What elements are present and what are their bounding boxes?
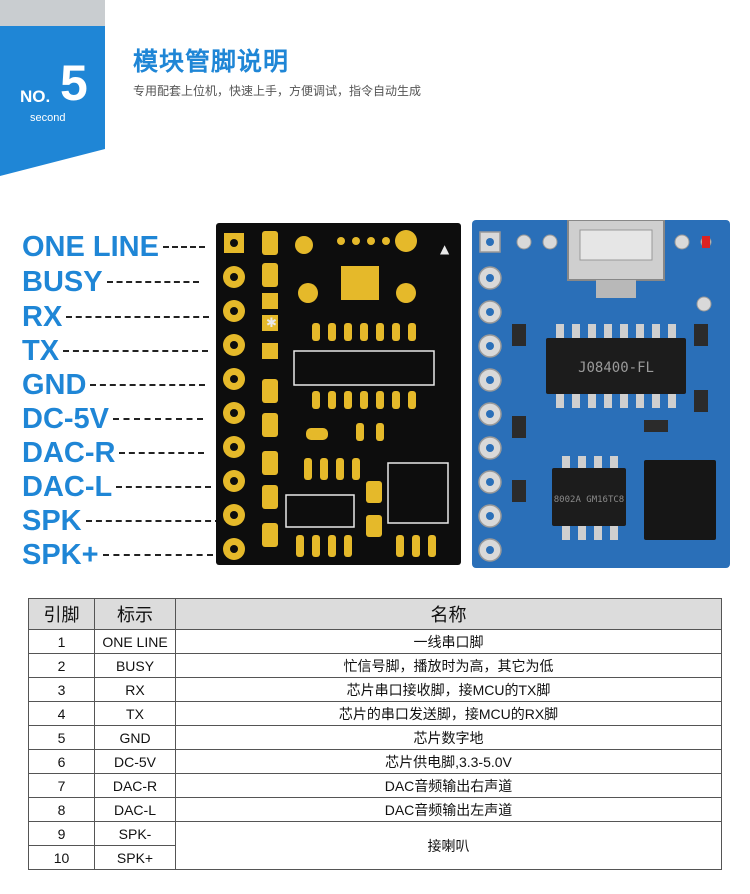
page-title: 模块管脚说明	[133, 48, 290, 76]
second-chip-label: 8002A GM16TC8	[554, 495, 624, 505]
cell-pin: 9	[28, 821, 95, 846]
pin-label: BUSY	[22, 265, 103, 298]
table-row: 4 TX 芯片的串口发送脚，接MCU的RX脚	[28, 701, 722, 726]
pin-label-row: DAC-R	[22, 436, 205, 470]
page-subtitle: 专用配套上位机，快速上手，方便调试，指令自动生成	[133, 84, 422, 98]
leader-line	[66, 316, 210, 318]
table-row: 1 ONE LINE 一线串口脚	[28, 629, 722, 654]
svg-text:▲: ▲	[440, 242, 450, 256]
cell-mark: SPK+	[94, 845, 176, 870]
cell-name: 芯片供电脚,3.3-5.0V	[175, 749, 722, 774]
pin-label: GND	[22, 368, 87, 401]
pin-label: ONE LINE	[22, 230, 159, 263]
table-row: 6 DC-5V 芯片供电脚,3.3-5.0V	[28, 749, 722, 774]
leader-line	[102, 554, 213, 556]
cell-name: 芯片的串口发送脚，接MCU的RX脚	[175, 701, 722, 726]
cell-mark: DC-5V	[94, 749, 176, 774]
leader-line	[90, 384, 206, 386]
leader-line	[85, 520, 221, 522]
cell-mark: SPK-	[94, 821, 176, 846]
table-row: 9 SPK- 接喇叭	[28, 821, 722, 870]
pin-label: DC-5V	[22, 402, 110, 435]
leader-line	[63, 350, 209, 352]
pin-label: RX	[22, 300, 63, 333]
cell-name: DAC音频输出右声道	[175, 773, 722, 798]
leader-line	[106, 281, 199, 283]
cell-pin: 7	[28, 773, 95, 798]
table-row: 2 BUSY 忙信号脚，播放时为高，其它为低	[28, 653, 722, 678]
cell-pin: 10	[28, 845, 95, 870]
pin-label-row: SPK+	[22, 538, 213, 572]
table-row: 8 DAC-L DAC音频输出左声道	[28, 797, 722, 822]
cell-name: DAC音频输出左声道	[175, 797, 722, 822]
module-top-view: J08400-FL 8002A GM16TC8	[472, 220, 730, 568]
col-header-name: 名称	[175, 598, 722, 630]
section-badge	[0, 26, 105, 176]
badge-sub-label: second	[30, 112, 66, 124]
pin-label-row: TX	[22, 334, 209, 368]
cell-mark: GND	[94, 725, 176, 750]
pin-label-row: RX	[22, 300, 210, 334]
cell-pin: 4	[28, 701, 95, 726]
cell-mark: TX	[94, 701, 176, 726]
svg-text:✱: ✱	[266, 316, 277, 331]
pin-label-row: ONE LINE	[22, 230, 205, 264]
leader-line	[119, 452, 205, 454]
cell-mark: BUSY	[94, 653, 176, 678]
cell-mark: ONE LINE	[94, 629, 176, 654]
cell-pin: 5	[28, 725, 95, 750]
cell-mark: DAC-R	[94, 773, 176, 798]
pin-label: DAC-L	[22, 470, 113, 503]
module-bottom-view: ▲ ✱	[216, 223, 461, 565]
cell-mark: RX	[94, 677, 176, 702]
leader-line	[116, 486, 212, 488]
pin-label: DAC-R	[22, 436, 116, 469]
pin-label-row: SPK	[22, 504, 221, 538]
cell-mark: DAC-L	[94, 797, 176, 822]
table-row: 3 RX 芯片串口接收脚，接MCU的TX脚	[28, 677, 722, 702]
table-row: 10 SPK+	[28, 845, 722, 870]
cell-name: 一线串口脚	[175, 629, 722, 654]
pin-label-row: GND	[22, 368, 206, 402]
cell-pin: 2	[28, 653, 95, 678]
table-row: 5 GND 芯片数字地	[28, 725, 722, 750]
pin-label: SPK	[22, 504, 82, 537]
pin-label-row: DAC-L	[22, 470, 212, 504]
cell-name: 忙信号脚，播放时为高，其它为低	[175, 653, 722, 678]
cell-pin: 3	[28, 677, 95, 702]
cell-name: 接喇叭	[175, 821, 722, 870]
cell-pin: 6	[28, 749, 95, 774]
main-chip-label: J08400-FL	[578, 360, 654, 376]
table-row: 7 DAC-R DAC音频输出右声道	[28, 773, 722, 798]
leader-line	[113, 418, 204, 420]
pcb-top-illustration: J08400-FL 8002A GM16TC8	[478, 220, 716, 562]
pin-label-row: BUSY	[22, 265, 199, 299]
cell-name: 芯片数字地	[175, 725, 722, 750]
cell-pin: 1	[28, 629, 95, 654]
pin-label: SPK+	[22, 538, 99, 571]
col-header-mark: 标示	[94, 598, 176, 630]
pin-label: TX	[22, 334, 60, 367]
badge-number: 5	[60, 55, 88, 111]
table-header-row: 引脚 标示 名称	[28, 598, 722, 630]
cell-name: 芯片串口接收脚，接MCU的TX脚	[175, 677, 722, 702]
leader-line	[162, 246, 205, 248]
pin-label-row: DC-5V	[22, 402, 204, 436]
cell-pin: 8	[28, 797, 95, 822]
col-header-pin: 引脚	[28, 598, 95, 630]
badge-no-label: NO.	[20, 87, 51, 106]
pin-description-table: 引脚 标示 名称 1 ONE LINE 一线串口脚 2 BUSY 忙信号脚，播放…	[28, 598, 722, 870]
pcb-bottom-illustration: ▲ ✱	[223, 230, 450, 560]
